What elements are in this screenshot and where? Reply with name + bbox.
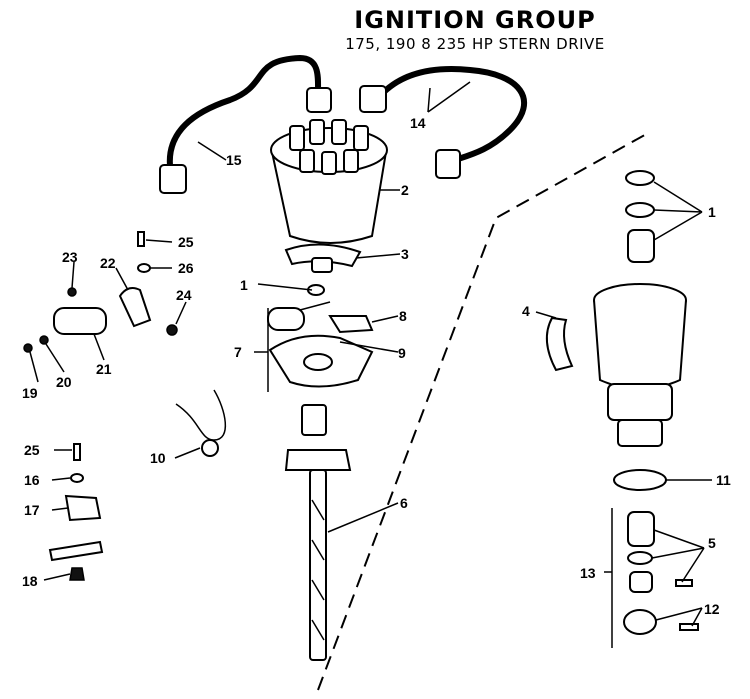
- part-bolt-25: [73, 443, 81, 461]
- part-spark-wire-15: [159, 54, 332, 194]
- part-screw-23: [67, 287, 77, 297]
- part-clamp-4: [545, 316, 574, 372]
- part-distributor-housing: [593, 283, 687, 447]
- part-bolt-25-top: [137, 231, 145, 247]
- callout-24: 24: [176, 287, 192, 303]
- part-washer-20: [39, 335, 49, 345]
- callout-14: 14: [410, 115, 426, 131]
- callout-7: 7: [234, 344, 242, 360]
- part-lead-wire-10: [175, 389, 227, 457]
- callout-3: 3: [401, 246, 409, 262]
- part-washer-26: [137, 263, 151, 273]
- callout-19: 19: [22, 385, 38, 401]
- part-washer-16: [70, 473, 84, 483]
- callout-26: 26: [178, 260, 194, 276]
- diagram-title: IGNITION GROUP: [354, 6, 596, 34]
- part-washer-5: [627, 551, 653, 565]
- callout-labels: 2 3 1 8 9 7 6 10 14 15 25 26 22 24 23 21…: [22, 115, 731, 617]
- callout-20: 20: [56, 374, 72, 390]
- part-clip-17: [64, 494, 102, 522]
- part-bracket-22: [118, 287, 152, 328]
- part-shaft-6: [284, 404, 352, 661]
- part-rotor-3: [284, 243, 362, 273]
- part-coil-21: [53, 307, 107, 335]
- callout-25: 25: [24, 442, 40, 458]
- part-bushing-5: [627, 511, 655, 547]
- callout-2: 2: [401, 182, 409, 198]
- callout-10: 10: [150, 450, 166, 466]
- callout-16: 16: [24, 472, 40, 488]
- callout-12: 12: [704, 601, 720, 617]
- callout-25-top: 25: [178, 234, 194, 250]
- callout-1-right: 1: [708, 204, 716, 220]
- callout-8: 8: [399, 308, 407, 324]
- callout-21: 21: [96, 361, 112, 377]
- part-nut-18: [69, 567, 85, 581]
- callout-6: 6: [400, 495, 408, 511]
- callout-5: 5: [708, 535, 716, 551]
- part-gear-12: [623, 609, 657, 635]
- part-pin-12: [679, 623, 699, 631]
- callout-4: 4: [522, 303, 530, 319]
- leader-lines: [29, 81, 712, 627]
- part-spark-wire-14: [359, 66, 528, 179]
- callout-11: 11: [716, 472, 731, 488]
- diagram-subtitle: 175, 190 8 235 HP STERN DRIVE: [345, 35, 605, 53]
- part-condenser-9: [267, 301, 331, 331]
- part-washers-1: [625, 170, 655, 263]
- callout-18: 18: [22, 573, 38, 589]
- part-oring-11: [613, 469, 667, 491]
- part-nut-24: [166, 324, 178, 336]
- part-nut-19: [23, 343, 33, 353]
- part-distributor-cap-2: [270, 119, 388, 244]
- callout-13: 13: [580, 565, 596, 581]
- callout-1-left: 1: [240, 277, 248, 293]
- callout-9: 9: [398, 345, 406, 361]
- part-sleeve-5: [629, 571, 653, 593]
- part-breaker-plate-7: [268, 334, 374, 388]
- part-points-8: [328, 315, 374, 334]
- callout-23: 23: [62, 249, 78, 265]
- callout-17: 17: [24, 502, 40, 518]
- callout-22: 22: [100, 255, 116, 271]
- part-plate-18a: [48, 540, 104, 562]
- part-pin-5: [675, 579, 693, 587]
- assembly-boundary: [317, 131, 651, 691]
- callout-15: 15: [226, 152, 242, 168]
